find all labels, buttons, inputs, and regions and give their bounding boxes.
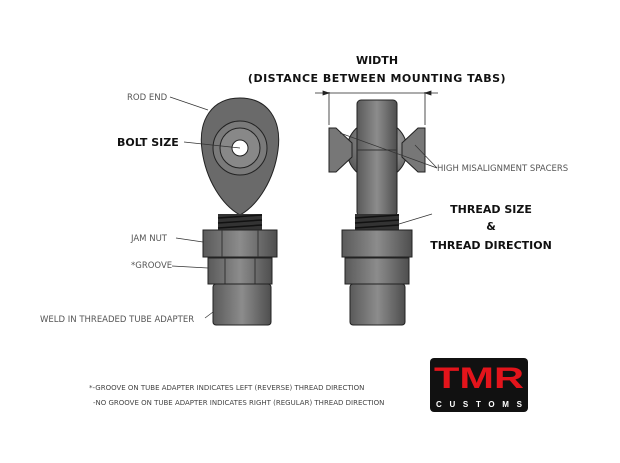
width-title: WIDTH <box>356 54 398 67</box>
logo-main: TMR <box>434 362 524 395</box>
thread-direction-label: THREAD DIRECTION <box>430 239 552 252</box>
width-dimension <box>315 90 438 125</box>
groove-nut <box>207 257 273 285</box>
bolt-size-label: BOLT SIZE <box>117 136 179 149</box>
tmr-customs-logo: TMR CUSTOMS <box>430 358 528 412</box>
jam-nut-label: JAM NUT <box>130 234 168 244</box>
spacers-label: HIGH MISALIGNMENT SPACERS <box>437 164 568 174</box>
leader-lines <box>169 96 438 319</box>
note-groove: *-GROOVE ON TUBE ADAPTER INDICATES LEFT … <box>89 384 364 392</box>
jam-nut <box>202 229 278 258</box>
right-spacer <box>401 127 426 173</box>
rod-end-label: ROD END <box>127 93 168 103</box>
groove-label: *GROOVE <box>131 261 172 271</box>
width-subtitle: (DISTANCE BETWEEN MOUNTING TABS) <box>248 72 506 85</box>
left-spacer <box>328 127 353 173</box>
right-rod-end-view <box>328 99 426 326</box>
tube-adapter <box>212 283 272 326</box>
logo-sub: CUSTOMS <box>436 400 523 409</box>
left-rod-end-view <box>200 97 280 326</box>
thread-size-label: THREAD SIZE <box>450 203 532 216</box>
ampersand-label: & <box>486 220 496 233</box>
note-no-groove: -NO GROOVE ON TUBE ADAPTER INDICATES RIG… <box>93 399 384 407</box>
weld-adapter-label: WELD IN THREADED TUBE ADAPTER <box>40 315 194 325</box>
shank <box>356 99 398 217</box>
